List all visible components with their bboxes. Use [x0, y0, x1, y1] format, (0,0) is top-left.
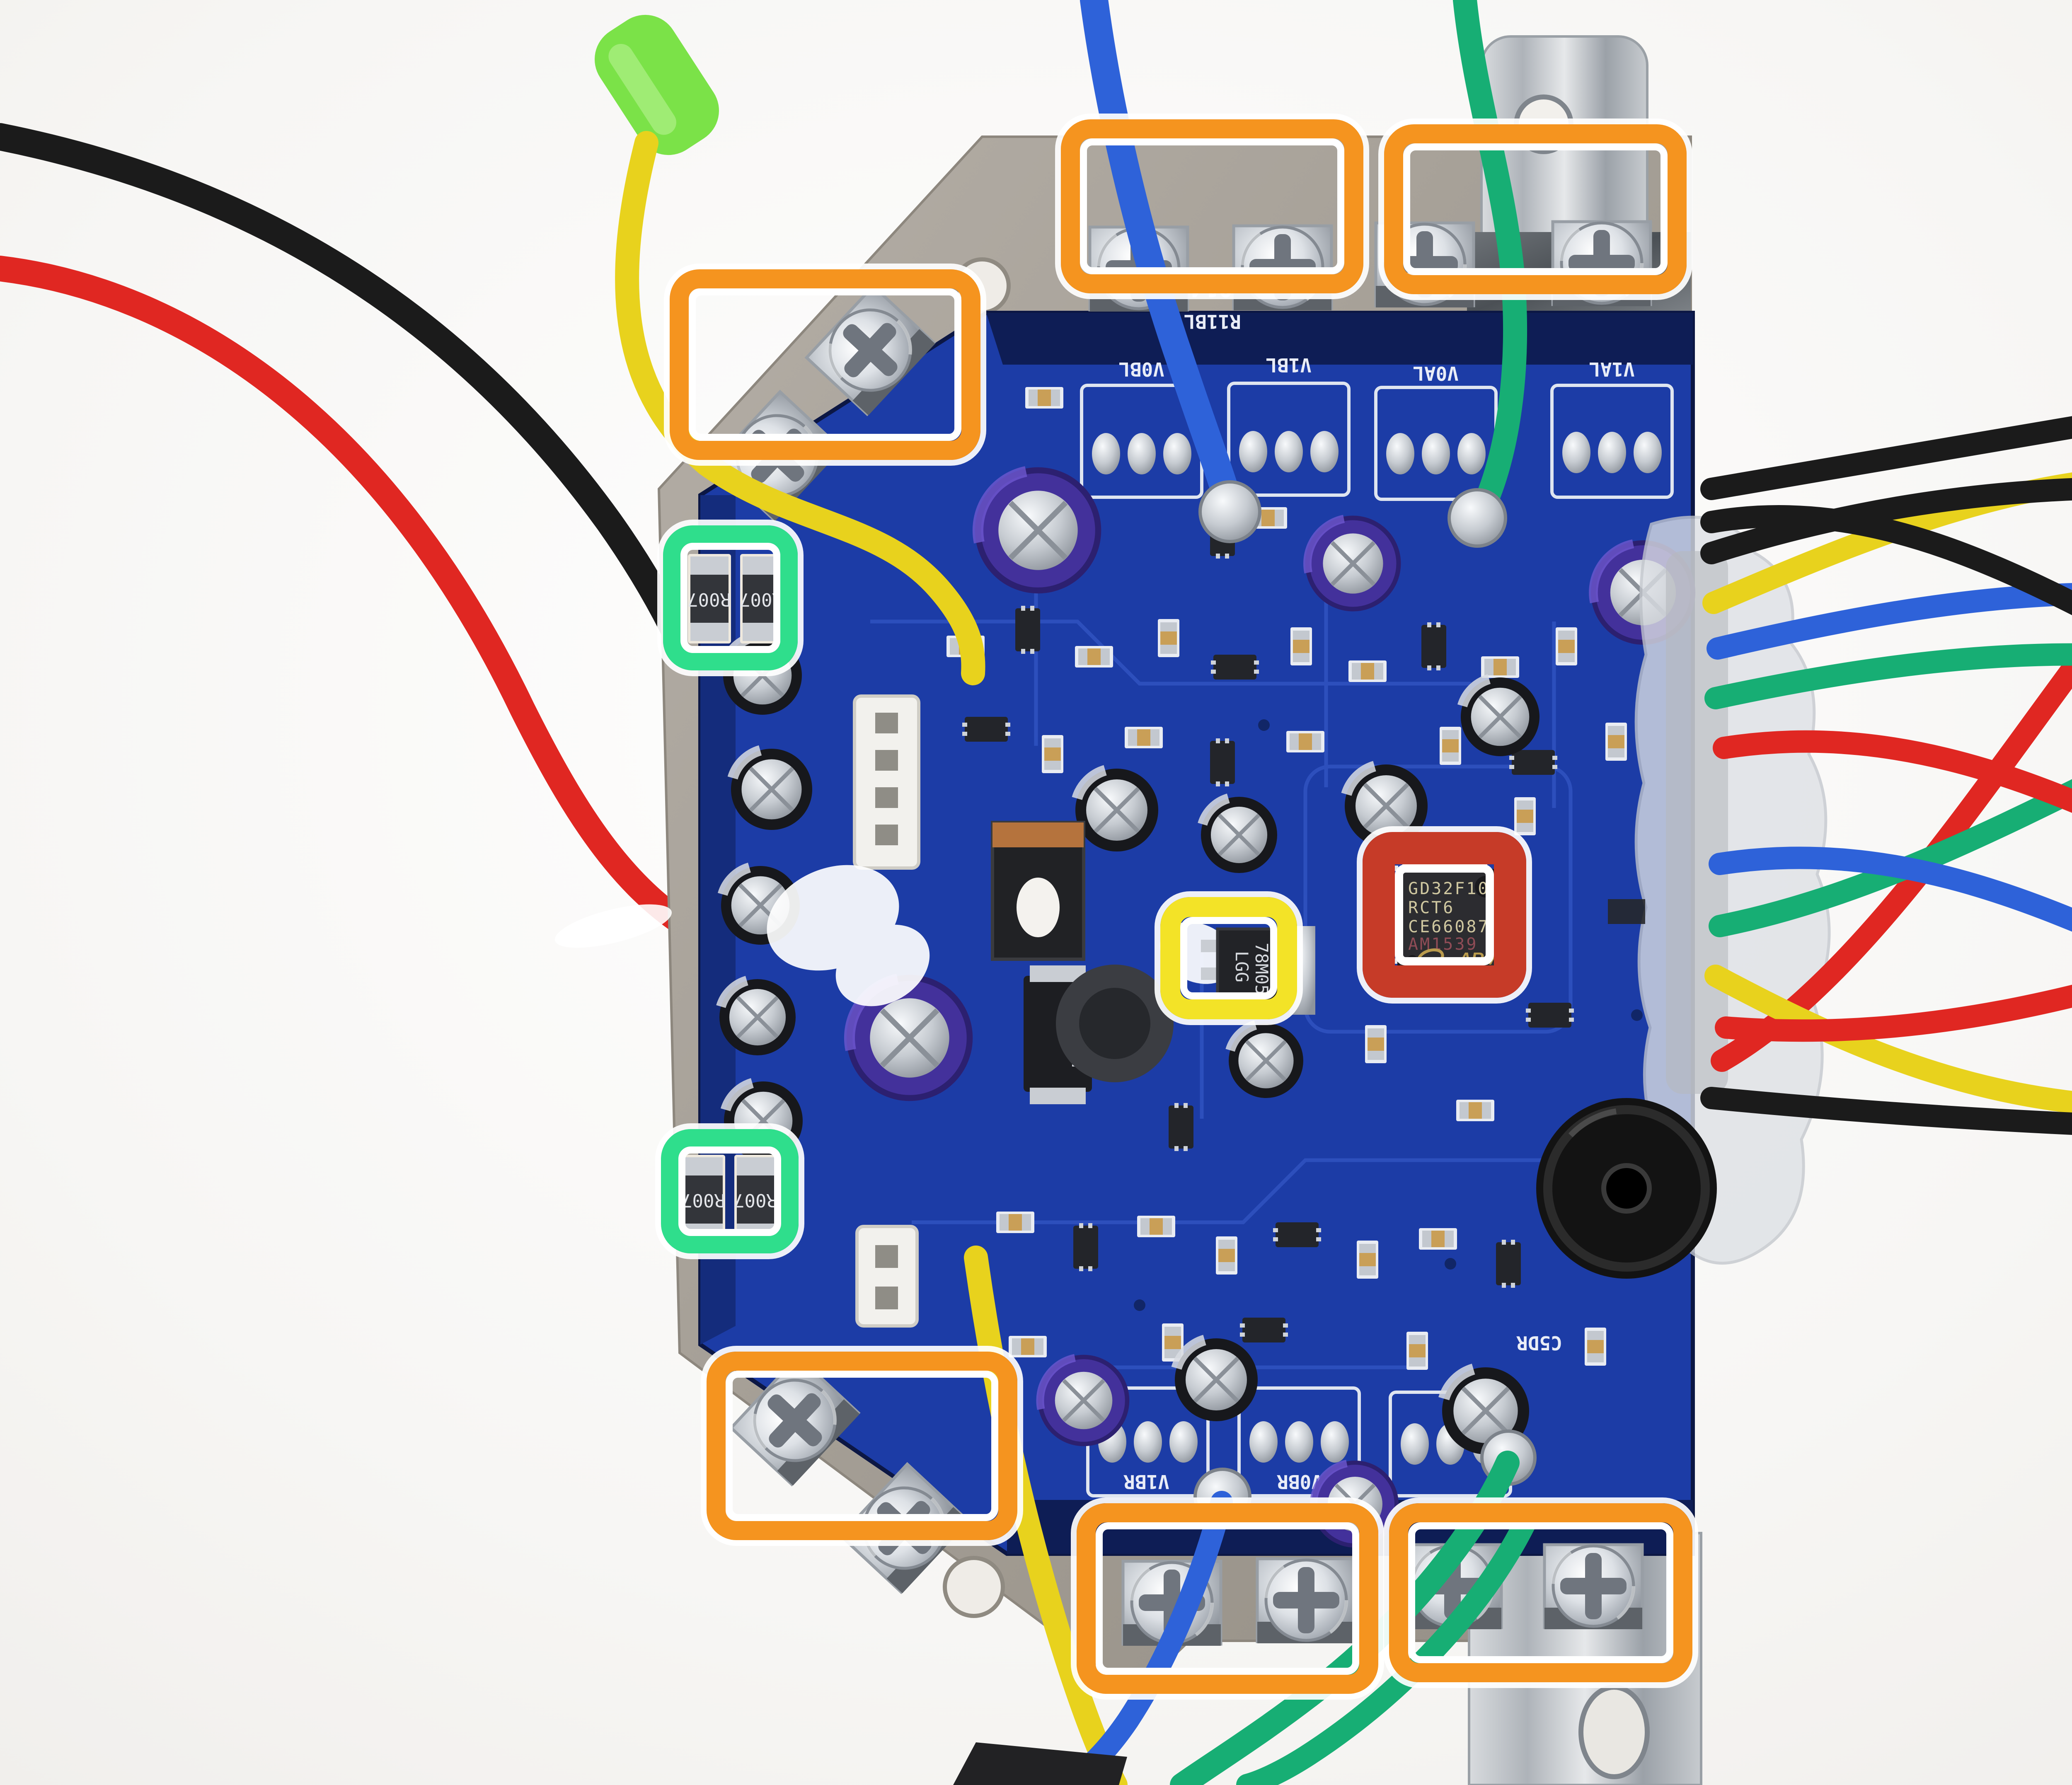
- annotation-box-shunts-bottom: [661, 1129, 799, 1253]
- silkscreen-v0bl: V0BL: [1118, 358, 1164, 380]
- annotation-box-shunts-top: [663, 525, 798, 670]
- motor-harness-wires: [1700, 416, 2072, 1135]
- annotation-box-terminal-bot-mid: [1077, 1503, 1378, 1694]
- jst-connector-4pin: [853, 694, 920, 870]
- regulator-marking-line1: 78M05: [1251, 943, 1272, 995]
- piezo-buzzer: [1536, 1098, 1717, 1279]
- annotation-box-terminal-top-left: [670, 269, 980, 460]
- annotation-box-mcu: [1363, 832, 1526, 998]
- silkscreen-v1al: V1AL: [1589, 358, 1635, 380]
- power-transistor: [991, 821, 1085, 961]
- silkscreen-v1bl: V1BL: [1266, 354, 1312, 376]
- mcu-marking-line3: CE66087: [1408, 917, 1490, 936]
- inductor: [1056, 965, 1174, 1082]
- bottom-connector: [953, 1742, 1127, 1785]
- silkscreen-c5dr: C5DR: [1516, 1332, 1562, 1354]
- shunt-marking: R007: [687, 589, 731, 610]
- silkscreen-r11bl: R11BL: [1184, 310, 1241, 333]
- phase-pads-top: [1080, 382, 1674, 501]
- motherboard: V0BL V1BL V0AL V1AL R11BL 2014102 V1BR V…: [681, 274, 1693, 1556]
- mcu-marking-line1: GD32F103: [1408, 879, 1501, 898]
- jst-connector-2pin: [855, 1225, 919, 1328]
- annotation-box-terminal-top-mid: [1061, 119, 1363, 293]
- mcu-marking-line4: AM1539: [1408, 935, 1478, 954]
- bracket-hole-bottom: [1578, 1685, 1650, 1779]
- shunt-resistors-bottom: R007 R007: [681, 1155, 777, 1244]
- silkscreen-v1br: V1BR: [1123, 1471, 1169, 1493]
- paste-smear: [554, 904, 672, 948]
- annotation-box-terminal-bot-left: [707, 1352, 1017, 1540]
- shunt-resistors-top: R007 R007: [687, 554, 783, 643]
- annotation-box-regulator: [1160, 897, 1297, 1019]
- annotation-box-terminal-bot-right: [1389, 1503, 1692, 1682]
- shunt-marking: R007: [681, 1190, 725, 1211]
- shunt-marking: R007: [733, 1190, 777, 1211]
- plate-hole-bottom: [943, 1556, 1005, 1618]
- silkscreen-v0al: V0AL: [1413, 362, 1459, 385]
- regulator-marking-line2: LGG: [1232, 951, 1252, 982]
- annotation-box-terminal-top-right: [1384, 124, 1687, 294]
- mcu-marking-line2: RCT6: [1408, 898, 1455, 917]
